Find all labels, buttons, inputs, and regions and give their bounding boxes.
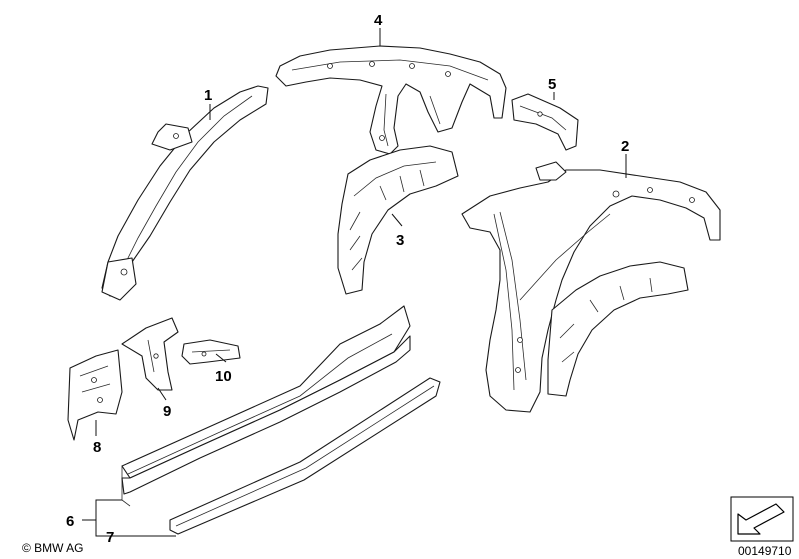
part-4-roof-frame [275, 45, 507, 155]
callout-10: 10 [215, 368, 232, 385]
callout-4: 4 [374, 12, 383, 29]
part-7-sill-reinforcement [169, 377, 441, 535]
copyright-text: © BMW AG [22, 541, 84, 555]
callout-7: 7 [106, 529, 114, 546]
callout-3: 3 [396, 232, 404, 249]
callout-1: 1 [204, 87, 212, 104]
part-8-bracket [67, 349, 123, 441]
part-5-bracket [511, 93, 579, 151]
orientation-arrow-icon [730, 496, 794, 542]
part-9-bracket [121, 317, 179, 391]
part-2-rear-side-frame [461, 161, 721, 413]
callout-8: 8 [93, 439, 101, 456]
callout-6: 6 [66, 513, 74, 530]
leader-lines [82, 28, 627, 537]
callout-9: 9 [163, 403, 171, 420]
part-3-wheel-arch [337, 145, 459, 295]
part-6-side-sill [121, 305, 411, 507]
part-10-bracket [181, 339, 241, 365]
diagram-number: 00149710 [738, 544, 792, 558]
part-1-a-pillar [101, 85, 269, 301]
callout-5: 5 [548, 76, 556, 93]
callout-2: 2 [621, 138, 629, 155]
